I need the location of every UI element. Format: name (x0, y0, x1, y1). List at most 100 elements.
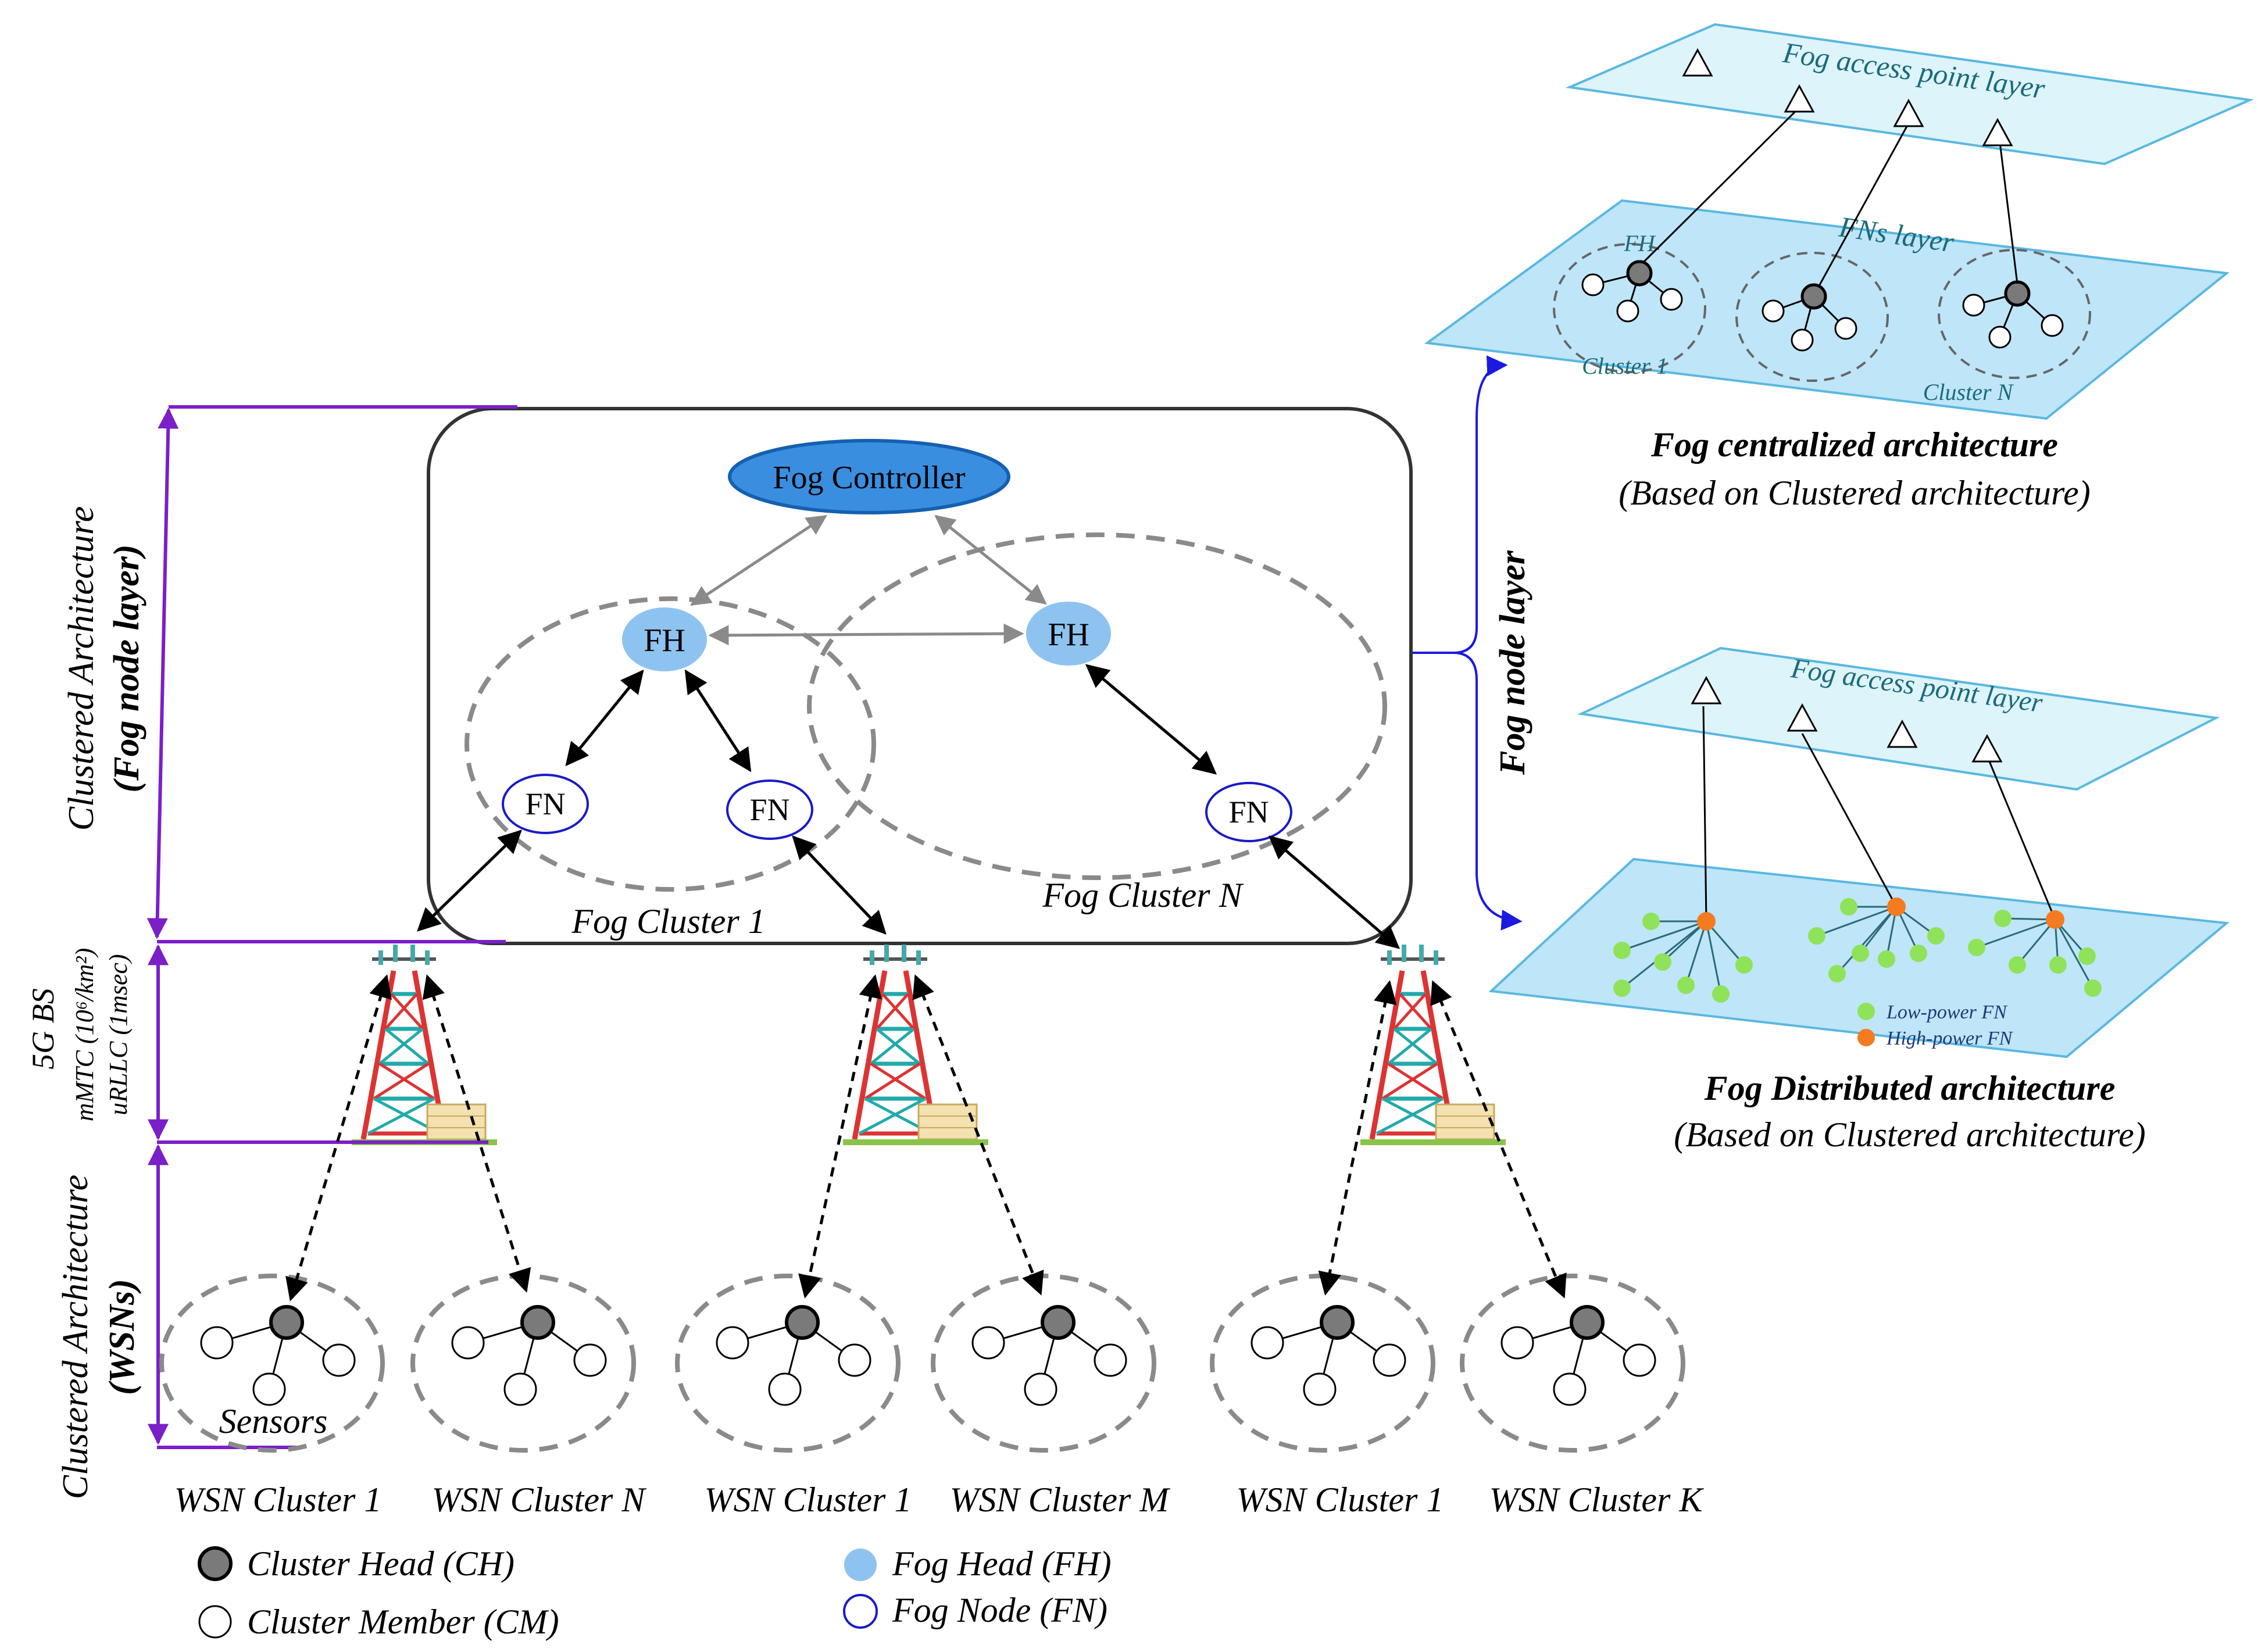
wsn-cluster-boundary (675, 1274, 901, 1453)
access-point-icon (1887, 719, 1918, 748)
bs-axis-mmtc: mMTC (10⁶/km²) (70, 948, 99, 1122)
bs-to-wsn-link (285, 974, 392, 1301)
fog-brace-upper-arrow (1413, 355, 1508, 654)
low-power-fn-node (1878, 950, 1895, 968)
fog-node-label: FN (1228, 795, 1269, 829)
bs-to-wsn-link (912, 974, 1044, 1296)
centralized-fog-head-node (2004, 280, 2031, 307)
access-point-icon (1982, 117, 2013, 146)
fog-head-label: FH (644, 623, 685, 659)
distributed-cluster-link (2054, 919, 2094, 989)
fog-node-layer-box (427, 407, 1413, 945)
low-power-fn-node (1910, 945, 1927, 962)
cluster-member-node (768, 1372, 802, 1406)
distributed-cluster-link (1685, 921, 1707, 986)
fog-node-label: FN (525, 786, 565, 821)
fh1-to-fn-link (565, 669, 644, 767)
cluster-head-node (1570, 1305, 1605, 1340)
wsn-cluster-label: WSN Cluster M (950, 1481, 1171, 1519)
centralized-ap-link (1999, 142, 2018, 284)
controller-to-fhn-link (934, 514, 1047, 605)
base-station-tower-icon (1360, 945, 1506, 1145)
wsn-layer-axis-subtitle: (WSNs) (102, 1279, 142, 1395)
high-power-fn-label: High-power FN (1886, 1028, 2014, 1049)
cluster-member-node (1251, 1326, 1284, 1360)
low-power-fn-node (1677, 977, 1695, 994)
centralized-cluster-boundary (1553, 243, 1706, 373)
fog-head-label: FH (1048, 617, 1089, 653)
legend-fog-node-icon (843, 1594, 878, 1629)
bs-axis-title: 5G BS (26, 988, 60, 1069)
centralized-fog-node (1762, 299, 1785, 323)
access-point-icon (1787, 703, 1818, 732)
high-power-fn-node (1887, 897, 1906, 916)
fog-node (502, 774, 589, 834)
controller-to-fh1-link (690, 514, 827, 606)
fhn-to-fn-link (1085, 664, 1217, 775)
fog-cluster-n-boundary (807, 532, 1387, 880)
low-power-fn-node (1654, 953, 1671, 971)
low-power-fn-node (2078, 947, 2096, 965)
cluster-member-node (1623, 1343, 1656, 1377)
fn-to-bs-link (417, 829, 522, 932)
wsn-cluster-label: WSN Cluster K (1489, 1481, 1705, 1519)
centralized-architecture-subtitle: (Based on Clustered architecture) (1619, 474, 2090, 512)
wsn-cluster-label: WSN Cluster 1 (174, 1481, 382, 1519)
fog-head-node (1026, 602, 1111, 666)
centralized-fog-node (1791, 328, 1814, 352)
cluster-member-node (1303, 1372, 1337, 1406)
fog-cluster-1-boundary (465, 596, 876, 892)
centralized-fog-node (1616, 299, 1639, 323)
wsn-cluster-boundary (1460, 1274, 1685, 1453)
fog-controller-label: Fog Controller (773, 460, 966, 496)
centralized-ap-link (1818, 123, 1910, 285)
centralized-fog-head-node (1800, 283, 1827, 310)
low-power-fn-node (2009, 956, 2026, 974)
base-station-tower-icon (352, 945, 497, 1145)
low-power-fn-node (1712, 985, 1730, 1003)
low-power-fn-node (1968, 939, 1985, 956)
low-power-fn-node (1828, 965, 1846, 982)
centralized-cluster-boundary (1735, 252, 1889, 382)
centralized-fog-node (1988, 326, 2012, 349)
distributed-cluster-link (1816, 906, 1897, 937)
cluster-member-node (1024, 1372, 1057, 1406)
cluster-member-node (1373, 1343, 1406, 1377)
legend-low-power-fn-icon (1857, 1003, 1875, 1020)
low-power-fn-node (1994, 910, 2012, 927)
distributed-architecture-title: Fog Distributed architecture (1704, 1069, 2116, 1107)
cluster-member-node (971, 1326, 1005, 1360)
distributed-ap-link (1988, 761, 2056, 920)
distributed-access-point-layer-plane (1577, 646, 2220, 791)
legend-cluster-member-icon (198, 1605, 232, 1639)
cluster-head-node (785, 1305, 820, 1340)
low-power-fn-node (1852, 945, 1869, 962)
base-station-tower-icon (843, 945, 988, 1145)
wsn-cluster-label: WSN Cluster 1 (705, 1481, 912, 1519)
fog-head-node (622, 607, 707, 671)
centralized-fog-head-node (1626, 260, 1653, 287)
bs-to-wsn-link (1318, 980, 1397, 1296)
cluster-head-node (269, 1305, 304, 1340)
cluster-member-node (322, 1343, 356, 1377)
distributed-cluster-link (1976, 918, 2056, 949)
fog-controller-node (728, 439, 1010, 514)
legend-fog-head-icon (844, 1549, 877, 1581)
fog-cluster-1-label: Fog Cluster 1 (571, 902, 765, 941)
sensors-label: Sensors (219, 1402, 328, 1440)
low-power-fn-node (1642, 913, 1660, 930)
cluster-head-node (1041, 1305, 1076, 1340)
fog-cluster-n-label: Fog Cluster N (1042, 876, 1244, 914)
low-power-fn-node (1735, 956, 1753, 974)
access-point-icon (1893, 98, 1924, 127)
cluster-member-node (1553, 1372, 1587, 1406)
distributed-cluster-link (1705, 921, 1745, 966)
legend-cluster-head-icon (198, 1546, 233, 1581)
low-power-fn-node (2049, 956, 2067, 974)
centralized-cluster-n-label: Cluster N (1923, 379, 2014, 405)
centralized-ap-link (1643, 109, 1798, 263)
legend-high-power-fn-icon (1857, 1029, 1875, 1046)
centralized-access-point-layer-plane (1565, 23, 2255, 166)
access-point-icon (1971, 734, 2003, 763)
centralized-fog-node (2041, 314, 2064, 337)
